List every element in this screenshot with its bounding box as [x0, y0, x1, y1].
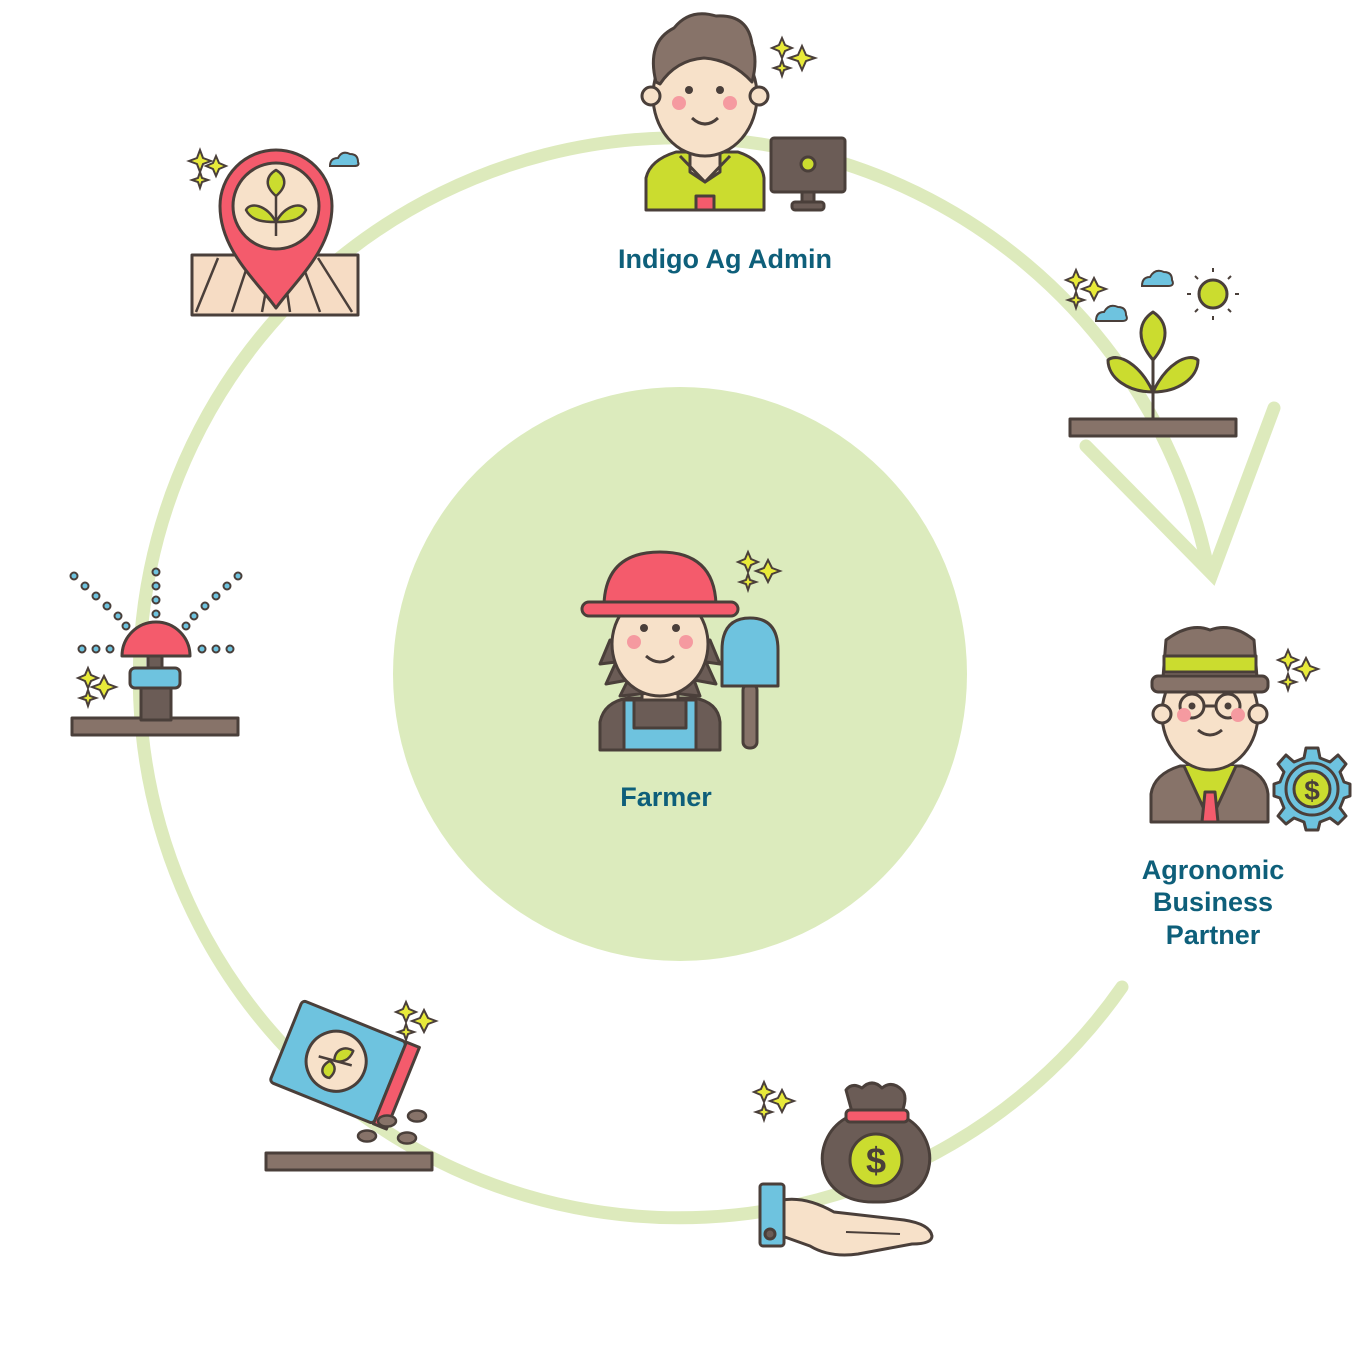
sparkle-icon: [1063, 267, 1109, 312]
sprinkler-icon: [69, 567, 243, 737]
cycle-arc: [132, 131, 1281, 1225]
sparkle-icon: [735, 549, 783, 594]
sparkle-icon: [751, 1079, 797, 1124]
cloud-icon: [1140, 269, 1174, 287]
partner-label-line-2: Business: [1153, 887, 1273, 917]
sparkle-icon: [393, 999, 439, 1044]
computer-monitor-icon: [769, 136, 847, 212]
admin-label: Indigo Ag Admin: [618, 244, 832, 274]
admin-avatar-icon: [640, 12, 770, 212]
cloud-icon: [1094, 304, 1128, 322]
farmer-avatar-icon: [580, 550, 740, 752]
dollar-gear-icon: $: [1272, 746, 1352, 832]
sun-icon: [1187, 268, 1239, 320]
sparkle-icon: [769, 35, 819, 80]
shovel-icon: [720, 616, 780, 750]
svg-text:$: $: [1304, 775, 1320, 806]
sprouting-plant-icon: [1068, 310, 1238, 438]
partner-avatar-icon: [1149, 626, 1270, 824]
sparkle-icon: [1275, 647, 1321, 694]
svg-text:$: $: [866, 1140, 886, 1181]
money-bag-hand-icon: $: [758, 1081, 934, 1257]
sparkle-icon: [186, 147, 229, 192]
cloud-icon: [328, 151, 360, 167]
sparkle-icon: [75, 665, 119, 710]
map-pin-field-icon: [190, 148, 360, 317]
partner-label: Agronomic Business Partner: [1142, 855, 1285, 950]
farmer-label: Farmer: [620, 782, 712, 812]
partner-label-line-1: Agronomic: [1142, 855, 1285, 885]
partner-label-line-3: Partner: [1166, 920, 1261, 950]
seed-packet-icon: [264, 999, 434, 1172]
